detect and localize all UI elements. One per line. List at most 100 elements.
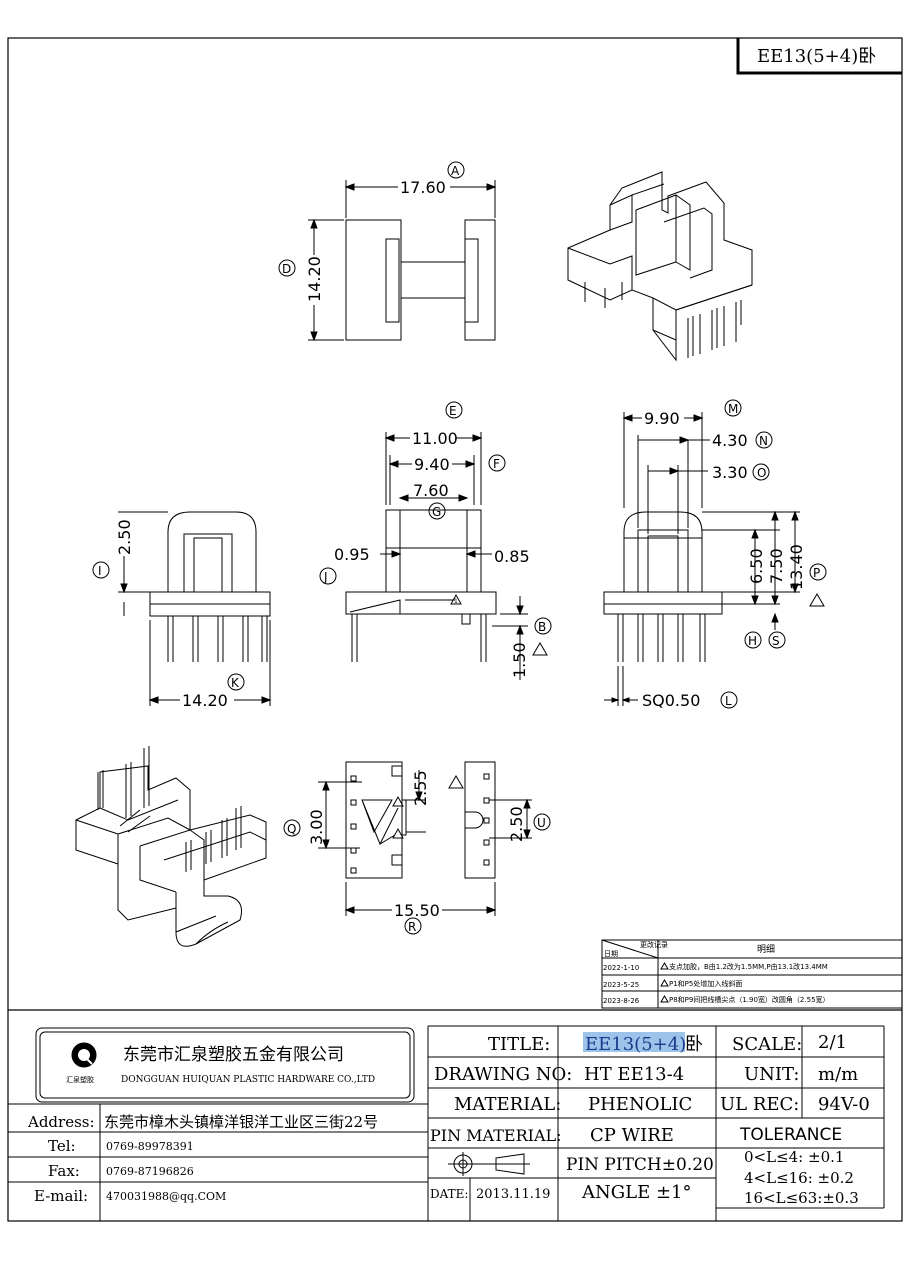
svg-text:9.40: 9.40 [414, 455, 450, 474]
svg-text:13.40: 13.40 [787, 544, 806, 590]
svg-text:MATERIAL:: MATERIAL: [454, 1094, 561, 1115]
projection-symbol [448, 1152, 530, 1176]
svg-text:日期: 日期 [604, 950, 618, 958]
svg-text:B: B [538, 620, 546, 634]
svg-text:ANGLE ±1°: ANGLE ±1° [581, 1182, 691, 1203]
svg-text:2.55: 2.55 [411, 770, 430, 806]
svg-text:3.30: 3.30 [712, 463, 748, 482]
sheet-border [7, 37, 903, 1222]
revision-table: 日期 更改记录 明细 2022-1-10 支点加胶，B由1.2改为1.5MM,P… [601, 939, 903, 1009]
svg-text:15.50: 15.50 [394, 901, 440, 920]
svg-text:卧: 卧 [685, 1034, 703, 1055]
svg-text:1.50: 1.50 [510, 642, 529, 678]
svg-text:PHENOLIC: PHENOLIC [588, 1094, 692, 1115]
svg-text:94V-0: 94V-0 [818, 1094, 870, 1115]
svg-text:K: K [231, 676, 240, 690]
svg-text:汇泉塑胶: 汇泉塑胶 [66, 1075, 94, 1084]
svg-text:F: F [493, 457, 500, 471]
svg-text:7.60: 7.60 [413, 481, 449, 500]
svg-text:2022-1-10: 2022-1-10 [603, 964, 639, 972]
iso-view-lower [75, 746, 267, 947]
svg-text:17.60: 17.60 [400, 178, 446, 197]
svg-text:DATE:: DATE: [430, 1187, 468, 1201]
svg-text:EE13(5+4)卧: EE13(5+4)卧 [757, 46, 876, 67]
title-block: 汇泉塑胶 东莞市汇泉塑胶五金有限公司 DONGGUAN HUIQUAN PLAS… [8, 1009, 902, 1221]
svg-text:N: N [759, 434, 768, 448]
svg-text:7.50: 7.50 [767, 548, 786, 584]
svg-text:P8和P9间把线槽尖点（1.90宽）改圆角（2.55宽）: P8和P9间把线槽尖点（1.90宽）改圆角（2.55宽） [669, 995, 830, 1004]
svg-text:2013.11.19: 2013.11.19 [476, 1187, 550, 1202]
svg-text:11.00: 11.00 [412, 429, 458, 448]
svg-text:0.95: 0.95 [334, 545, 370, 564]
company-logo: 汇泉塑胶 [66, 1042, 97, 1084]
svg-text:TOLERANCE: TOLERANCE [739, 1125, 842, 1145]
side-view: 1 11.00 E 9.40 F 7.60 G 0.95 0.85 J [319, 401, 552, 680]
svg-text:H: H [748, 634, 757, 648]
svg-text:EE13(5+4): EE13(5+4) [585, 1034, 686, 1055]
svg-text:0.85: 0.85 [494, 547, 530, 566]
svg-text:4.30: 4.30 [712, 431, 748, 450]
svg-text:16<L≤63:±0.3: 16<L≤63:±0.3 [744, 1189, 859, 1207]
right-view: 9.90 M 4.30 N 3.30 O 6.50 7.50 13.40 P [603, 399, 827, 710]
top-view: 17.60 A 14.20 D [278, 161, 497, 342]
svg-text:3.00: 3.00 [307, 809, 326, 845]
svg-text:DRAWING NO:: DRAWING NO: [434, 1064, 572, 1085]
svg-text:Address:: Address: [27, 1113, 95, 1131]
svg-text:Fax:: Fax: [48, 1162, 80, 1180]
svg-text:0769-89978391: 0769-89978391 [106, 1140, 194, 1153]
svg-text:U: U [537, 816, 546, 830]
part-tag: EE13(5+4)卧 [736, 38, 902, 75]
svg-text:470031988@qq.COM: 470031988@qq.COM [106, 1190, 226, 1203]
svg-text:支点加胶，B由1.2改为1.5MM,P由13.1改13.4M: 支点加胶，B由1.2改为1.5MM,P由13.1改13.4MM [669, 962, 828, 971]
front-view: 2.50 I 14.20 K [92, 511, 272, 710]
svg-text:PIN PITCH±0.20: PIN PITCH±0.20 [566, 1155, 714, 1175]
svg-text:O: O [757, 466, 766, 480]
svg-text:E-mail:: E-mail: [34, 1187, 88, 1205]
svg-text:明细: 明细 [757, 943, 775, 955]
svg-text:更改记录: 更改记录 [640, 940, 668, 949]
svg-text:9.90: 9.90 [644, 409, 680, 428]
svg-text:P: P [813, 566, 820, 580]
svg-text:m/m: m/m [818, 1064, 858, 1085]
svg-text:0769-87196826: 0769-87196826 [106, 1165, 194, 1178]
iso-view-upper [567, 171, 753, 362]
svg-text:2/1: 2/1 [818, 1032, 847, 1053]
svg-text:DONGGUAN HUIQUAN PLASTIC HARDW: DONGGUAN HUIQUAN PLASTIC HARDWARE CO.,LT… [121, 1075, 375, 1085]
svg-text:UL REC:: UL REC: [720, 1094, 799, 1115]
svg-text:R: R [408, 920, 416, 934]
svg-text:4<L≤16: ±0.2: 4<L≤16: ±0.2 [744, 1169, 854, 1187]
svg-text:东莞市汇泉塑胶五金有限公司: 东莞市汇泉塑胶五金有限公司 [123, 1045, 344, 1065]
svg-text:P1和P5处增加入线斜面: P1和P5处增加入线斜面 [669, 979, 742, 988]
svg-text:PIN MATERIAL:: PIN MATERIAL: [430, 1126, 562, 1145]
svg-text:Tel:: Tel: [48, 1137, 76, 1155]
svg-text:J: J [323, 570, 328, 584]
svg-text:SQ0.50: SQ0.50 [642, 691, 700, 710]
svg-text:I: I [98, 564, 102, 578]
svg-text:0<L≤4: ±0.1: 0<L≤4: ±0.1 [744, 1148, 844, 1166]
svg-text:2023-5-25: 2023-5-25 [603, 981, 639, 989]
svg-text:东莞市樟木头镇樟洋银洋工业区三街22号: 东莞市樟木头镇樟洋银洋工业区三街22号 [104, 1113, 378, 1131]
svg-text:UNIT:: UNIT: [744, 1064, 799, 1085]
title-highlight [583, 1032, 685, 1052]
bottom-view: 2.55 3.00 Q 2.50 U 15.50 R [283, 761, 551, 935]
svg-text:14.20: 14.20 [305, 256, 324, 302]
svg-text:SCALE:: SCALE: [732, 1034, 802, 1055]
svg-text:E: E [449, 404, 457, 418]
svg-text:2023-8-26: 2023-8-26 [603, 997, 640, 1005]
svg-text:L: L [725, 694, 732, 708]
svg-text:CP WIRE: CP WIRE [590, 1125, 674, 1146]
svg-text:D: D [282, 262, 291, 276]
svg-text:6.50: 6.50 [747, 548, 766, 584]
svg-text:TITLE:: TITLE: [488, 1034, 550, 1055]
svg-text:14.20: 14.20 [182, 691, 228, 710]
svg-text:HT EE13-4: HT EE13-4 [584, 1064, 684, 1085]
svg-text:A: A [451, 164, 460, 178]
svg-text:S: S [772, 634, 780, 648]
svg-text:G: G [432, 505, 441, 519]
svg-text:1: 1 [454, 598, 458, 605]
svg-text:2.50: 2.50 [115, 519, 134, 555]
svg-text:Q: Q [287, 822, 296, 836]
svg-text:2.50: 2.50 [507, 806, 526, 842]
svg-text:M: M [728, 402, 738, 416]
